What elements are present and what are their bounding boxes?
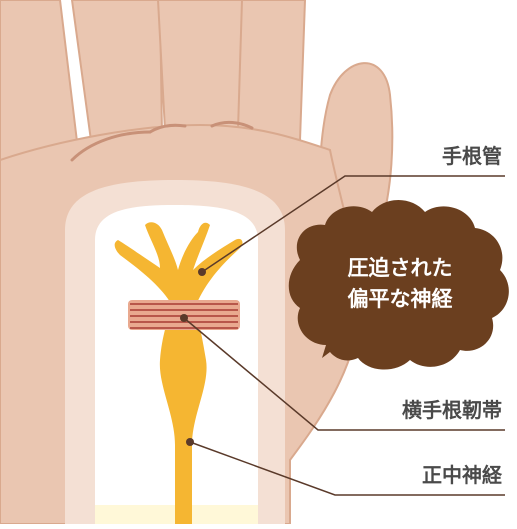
finger-little — [236, 0, 307, 142]
leader-dot-median-nerve — [186, 438, 194, 446]
palm-crease-3 — [210, 120, 254, 130]
nerve-trunk — [159, 305, 207, 524]
leader-dot-carpal-tunnel — [198, 268, 206, 276]
median-nerve — [114, 222, 243, 524]
leader-median-nerve — [189, 441, 505, 496]
callout-line-2: 偏平な神経 — [348, 287, 454, 311]
label-median-nerve: 正中神経 — [422, 463, 503, 487]
label-carpal-tunnel: 手根管 — [442, 144, 502, 168]
finger-middle — [70, 0, 164, 150]
leader-dot-transverse-ligament — [180, 314, 188, 322]
callout-bubble: 圧迫された 偏平な神経 — [288, 200, 509, 370]
leader-lines — [180, 175, 505, 496]
leader-carpal-tunnel — [201, 175, 505, 273]
palm-crease-2 — [148, 123, 187, 134]
nerve-branches — [114, 222, 243, 305]
leader-transverse-ligament — [183, 317, 505, 431]
bubble-shape — [288, 200, 509, 370]
finger-ring — [156, 0, 247, 131]
label-transverse-ligament: 横手根靭帯 — [402, 398, 502, 422]
callout-line-1: 圧迫された — [348, 256, 453, 280]
palm-crease-1 — [70, 130, 152, 162]
